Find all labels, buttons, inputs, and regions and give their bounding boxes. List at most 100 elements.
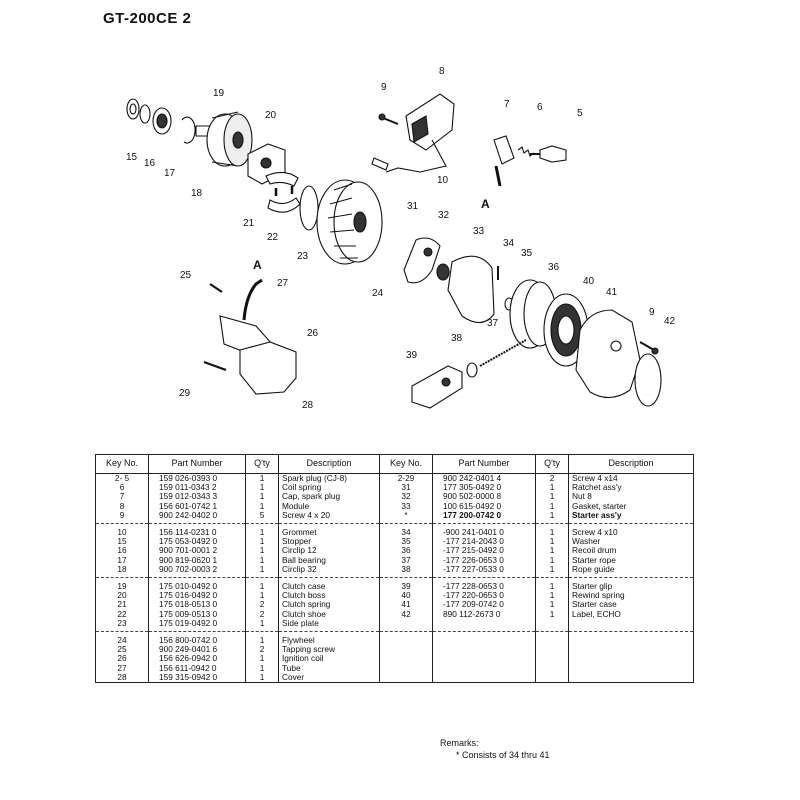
part-clutch-shoes-21-22 [265,171,301,213]
col-description-1: Description [278,454,380,474]
table-cell-p2: -177 228-0653 0 [432,577,536,592]
table-cell-q1: 1 [245,523,279,538]
callout-29: 29 [179,388,191,399]
table-cell-k2 [379,631,433,646]
table-cell-d1: Grommet [278,523,380,538]
part-nut-32 [436,263,450,281]
table-cell-k2: 42 [379,609,433,619]
table-cell-p2 [432,654,536,664]
table-cell-d1: Clutch case [278,577,380,592]
table-cell-q2 [535,654,569,664]
part-starter-grip-39 [411,365,463,409]
table-cell-q2 [535,618,569,633]
callout-33: 33 [473,226,485,237]
part-starter-case-41 [575,309,641,399]
table-cell-p1: 900 242-0402 0 [148,510,246,525]
table-cell-d2 [568,663,694,673]
part-cover-28 [239,341,297,395]
callout-22: 22 [267,232,279,243]
part-module-8 [385,93,455,173]
table-cell-k1: 18 [95,564,149,579]
table-cell-p2: -177 227-0533 0 [432,564,536,579]
table-cell-k1: 23 [95,618,149,633]
callout-36: 36 [548,262,560,273]
table-cell-k2: * [379,510,433,525]
table-cell-q1: 1 [245,631,279,646]
page-title: GT-200CE 2 [103,10,192,27]
part-rope-guide-38 [466,362,478,378]
table-cell-d1: Screw 4 x 20 [278,510,380,525]
connection-marker-a: A [481,197,490,211]
callout-40: 40 [583,276,595,287]
part-circlip-18 [181,116,196,144]
col-qty-2: Q'ty [535,454,569,474]
part-ratchet-31 [403,237,441,284]
table-cell-d2: Gasket, starter [568,501,694,511]
callout-42: 42 [664,316,676,327]
part-label-42 [634,353,662,407]
table-cell-p1: 175 019-0492 0 [148,618,246,633]
part-tapping-screw-25 [209,283,223,293]
callout-17: 17 [164,168,176,179]
callout-27: 27 [277,278,289,289]
part-gasket-33 [447,255,495,324]
table-cell-p2 [432,645,536,655]
table-cell-k1: 9 [95,510,149,525]
table-cell-q2 [535,631,569,646]
parts-table: Key No. Part Number Q'ty Description Key… [95,454,694,684]
table-cell-p2 [432,631,536,646]
table-cell-q1: 1 [245,618,279,633]
table-cell-d2: Starter ass'y [568,510,694,525]
part-cap-7 [493,135,515,187]
table-cell-d1: Side plate [278,618,380,633]
table-cell-d2: Screw 4 x14 [568,473,694,484]
part-circlip-16 [139,104,151,124]
callout-41: 41 [606,287,618,298]
callout-21: 21 [243,218,255,229]
table-cell-d1: Circlip 32 [278,564,380,579]
part-washer-15 [126,98,140,120]
table-cell-q2: 1 [535,577,569,592]
table-cell-d2 [568,618,694,633]
parts-table-header: Key No. Part Number Q'ty Description Key… [95,454,694,474]
table-cell-k2 [379,645,433,655]
callout-9: 9 [381,82,387,93]
callout-20: 20 [265,110,277,121]
table-cell-k2: 34 [379,523,433,538]
callout-38: 38 [451,333,463,344]
table-cell-q2 [535,645,569,655]
remarks: Remarks: * Consists of 34 thru 41 [440,737,550,761]
table-cell-p1: 156 800-0742 0 [148,631,246,646]
remarks-note: * Consists of 34 thru 41 [456,750,550,760]
col-part-number-2: Part Number [432,454,536,474]
callout-15: 15 [126,152,138,163]
table-cell-p2 [432,663,536,673]
table-cell-k2: 39 [379,577,433,592]
callout-10: 10 [437,175,449,186]
callout-7: 7 [504,99,510,110]
table-cell-q1: 1 [245,577,279,592]
part-starter-rope-37 [479,339,527,367]
table-cell-q2: 1 [535,564,569,579]
table-cell-k2 [379,654,433,664]
table-cell-k1: 24 [95,631,149,646]
table-cell-p1: 900 702-0003 2 [148,564,246,579]
table-cell-p2 [432,618,536,633]
callout-25: 25 [180,270,192,281]
remarks-heading: Remarks: [440,738,479,748]
col-key-no-1: Key No. [95,454,149,474]
part-coil-spring-6 [517,146,535,157]
table-cell-k1: 19 [95,577,149,592]
callout-28: 28 [302,400,314,411]
